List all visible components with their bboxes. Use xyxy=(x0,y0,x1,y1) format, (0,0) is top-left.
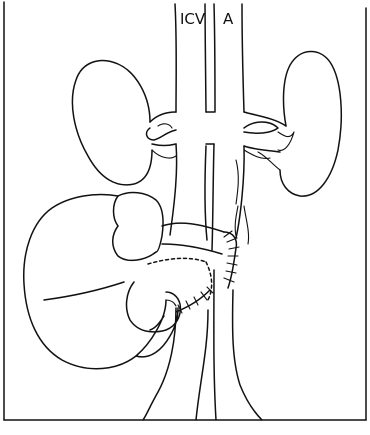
lower-vessels xyxy=(143,270,262,420)
aorta xyxy=(212,4,244,250)
left-kidney xyxy=(72,61,176,185)
vena-cava-label: ICV xyxy=(180,10,206,28)
graft-lobe xyxy=(127,282,181,332)
right-renal-vessels xyxy=(206,112,294,159)
inferior-vena-cava xyxy=(170,4,207,240)
left-renal-vessels xyxy=(147,112,176,146)
aorta-label: A xyxy=(223,10,234,28)
lower-left-organ xyxy=(24,193,166,369)
anastomosis-sutures xyxy=(176,231,239,313)
